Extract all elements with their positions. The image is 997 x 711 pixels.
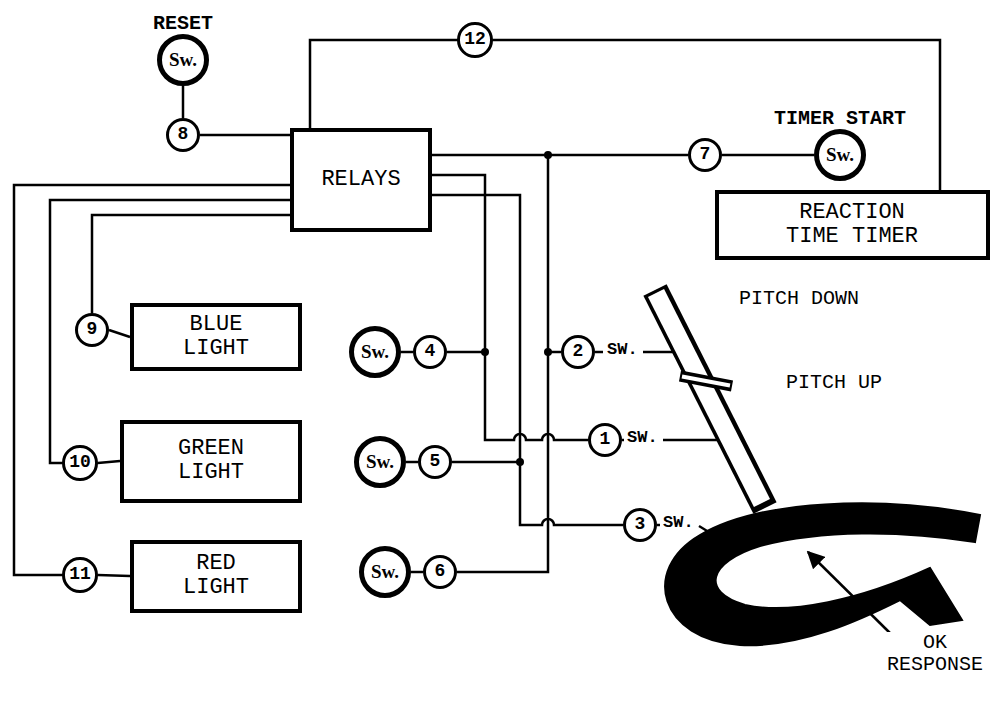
- junction-dot: [481, 348, 489, 356]
- process-box: GREEN LIGHT: [120, 420, 302, 503]
- switch-circle: TIMER STARTSw.: [814, 129, 866, 181]
- switch-label: SW.: [662, 514, 695, 533]
- control-stick: [656, 293, 762, 503]
- switch-text: Sw.: [169, 50, 197, 71]
- wire-connector: [722, 154, 814, 157]
- box-text: GREEN LIGHT: [161, 437, 261, 485]
- callout-text: 11: [69, 565, 91, 585]
- switch-label: SW.: [606, 341, 639, 360]
- switch-circle: Sw.: [354, 436, 406, 488]
- switch-text: Sw.: [826, 145, 854, 166]
- wire-connector: [182, 86, 185, 118]
- callout-number: 6: [423, 555, 457, 589]
- wire: [432, 195, 623, 525]
- wire: [663, 439, 720, 442]
- control-label: PITCH UP: [785, 372, 883, 394]
- box-text: REACTION TIME TIMER: [780, 201, 925, 249]
- wire-connector: [310, 40, 457, 128]
- switch-circle: Sw.: [349, 326, 401, 378]
- switch-text: Sw.: [366, 452, 394, 473]
- switch-circle: RESETSw.: [157, 34, 209, 86]
- callout-number: 12: [457, 22, 493, 58]
- wire-connector: [493, 40, 940, 190]
- callout-text: 4: [425, 342, 436, 362]
- process-box: BLUE LIGHT: [130, 303, 302, 371]
- box-text: BLUE LIGHT: [166, 313, 266, 361]
- wire-connector: [109, 330, 130, 337]
- wire-connector: [14, 185, 290, 575]
- box-text: RED LIGHT: [166, 552, 266, 600]
- switch-circle: Sw.: [359, 546, 411, 598]
- wire-connector: [401, 351, 413, 354]
- stick-collar: [682, 377, 730, 386]
- switch-label: SW.: [626, 429, 659, 448]
- control-base: [665, 503, 980, 645]
- wire-connector: [92, 215, 290, 313]
- callout-number: 7: [688, 138, 722, 172]
- callout-number: 10: [62, 445, 98, 481]
- control-stick: [655, 290, 765, 508]
- callout-number: 3: [623, 508, 657, 542]
- callout-text: 2: [573, 342, 584, 362]
- leader-arrow: [808, 552, 893, 636]
- junction-dot: [544, 348, 552, 356]
- box-text: RELAYS: [321, 168, 400, 192]
- wire-connector: [200, 134, 290, 137]
- process-box: RED LIGHT: [130, 540, 302, 613]
- callout-text: 10: [69, 453, 91, 473]
- switch-heading: RESET: [153, 13, 213, 35]
- callout-text: 5: [430, 452, 441, 472]
- callout-number: 8: [166, 118, 200, 152]
- callout-number: 5: [418, 445, 452, 479]
- callout-number: 11: [62, 557, 98, 593]
- callout-number: 1: [588, 423, 622, 457]
- wire: [447, 351, 485, 354]
- wire-connector: [98, 461, 120, 463]
- wire: [457, 155, 548, 572]
- callout-number: 2: [561, 335, 595, 369]
- wire-connector: [98, 575, 130, 576]
- callout-text: 12: [464, 30, 486, 50]
- junction-dot: [516, 458, 524, 466]
- callout-number: 4: [413, 335, 447, 369]
- callout-text: 8: [178, 125, 189, 145]
- wire-connector: [411, 571, 423, 574]
- callout-number: 9: [75, 313, 109, 347]
- wire: [595, 351, 603, 354]
- callout-text: 1: [600, 430, 611, 450]
- switch-text: Sw.: [361, 342, 389, 363]
- callout-text: 7: [700, 145, 711, 165]
- wire: [643, 351, 676, 354]
- control-label: OK RESPONSE: [878, 632, 992, 676]
- wire: [452, 461, 520, 464]
- wire: [622, 439, 624, 442]
- process-box: REACTION TIME TIMER: [715, 190, 990, 260]
- wire-connector: [432, 154, 688, 157]
- callout-text: 6: [435, 562, 446, 582]
- wire: [657, 524, 660, 527]
- control-label: PITCH DOWN: [738, 288, 860, 310]
- wire: [432, 175, 588, 440]
- switch-text: Sw.: [371, 562, 399, 583]
- process-box: RELAYS: [290, 128, 432, 232]
- callout-text: 3: [635, 515, 646, 535]
- wire-connector: [406, 461, 418, 464]
- stick-collar: [680, 376, 732, 386]
- callout-text: 9: [87, 320, 98, 340]
- switch-heading: TIMER START: [774, 108, 906, 130]
